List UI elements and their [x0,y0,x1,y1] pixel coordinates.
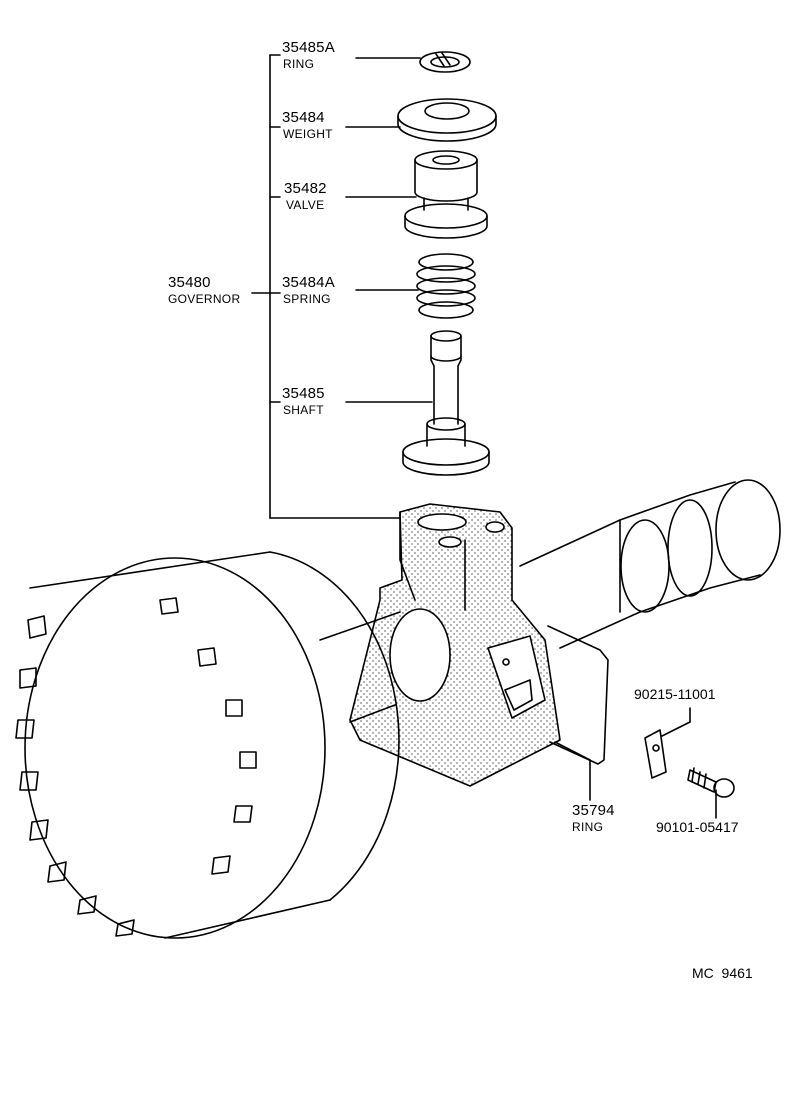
part-number-35485a: 35485A [282,39,335,56]
part-number-90101-05417: 90101-05417 [656,819,739,835]
leader-lines [345,57,717,819]
governor-body [349,503,561,787]
weight-part [397,98,497,142]
part-number-90215-11001: 90215-11001 [634,686,716,702]
part-name-shaft: SHAFT [283,403,324,417]
figure-code: MC 9461 [692,965,753,981]
part-number-35480: 35480 [168,274,211,291]
bolt-part [687,767,735,798]
clip-ring-part [547,625,609,765]
part-name-governor: GOVERNOR [168,292,241,306]
part-number-35484: 35484 [282,109,325,126]
gear-drum [15,551,400,939]
part-number-35484a: 35484A [282,274,335,291]
part-number-35482: 35482 [284,180,327,197]
spring-part [416,253,476,319]
part-name-valve: VALVE [286,198,325,212]
part-name-weight: WEIGHT [283,127,333,141]
part-name-ring: RING [283,57,315,71]
shaft-part [402,330,490,476]
part-name-ring-bottom: RING [572,820,604,834]
valve-part [404,150,488,239]
part-number-35794: 35794 [572,802,615,819]
part-name-spring: SPRING [283,292,331,306]
output-shaft [519,479,781,649]
part-number-35485: 35485 [282,385,325,402]
lock-plate-part [644,729,667,779]
assembly-bracket [251,54,401,519]
snap-ring-part [419,51,471,73]
